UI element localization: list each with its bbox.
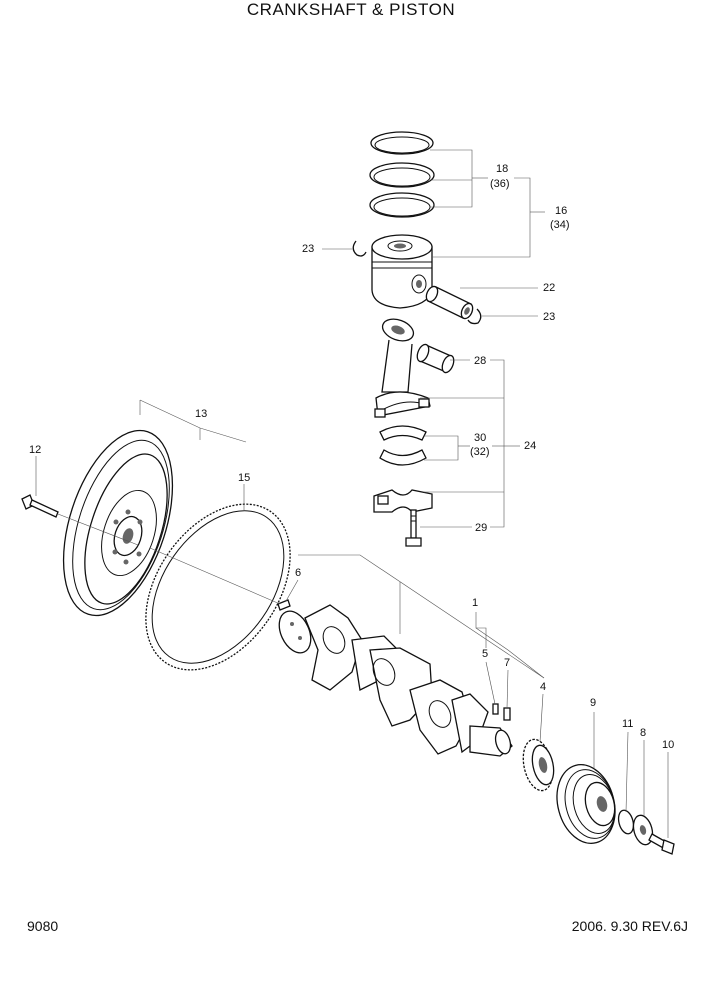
woodruff-key[interactable] [492, 703, 499, 715]
connecting-rod[interactable] [374, 315, 431, 418]
callout-1: 1 [472, 597, 478, 609]
flywheel[interactable] [43, 417, 194, 629]
callout-23-left: 23 [302, 243, 314, 255]
callout-16-alt: (34) [550, 219, 570, 231]
callout-22: 22 [543, 282, 555, 294]
crankshaft-pulley[interactable] [549, 758, 624, 850]
callout-30-alt: (32) [470, 446, 490, 458]
flywheel-bolt[interactable] [21, 494, 59, 518]
gear-pin[interactable] [503, 707, 511, 721]
callout-29: 29 [475, 522, 487, 534]
piston-rings[interactable] [369, 131, 435, 218]
callout-9: 9 [590, 697, 596, 709]
callout-18-alt: (36) [490, 178, 510, 190]
bushing[interactable] [415, 343, 456, 374]
crankshaft[interactable] [273, 604, 513, 757]
piston[interactable] [371, 234, 433, 309]
washer[interactable] [630, 813, 655, 847]
callout-24: 24 [524, 440, 536, 452]
ring-gear[interactable] [116, 477, 320, 697]
callout-23-right: 23 [543, 311, 555, 323]
pulley-bolt[interactable] [648, 833, 675, 855]
dowel-pin[interactable] [277, 599, 291, 611]
callout-30: 30 [474, 432, 486, 444]
callout-7: 7 [504, 657, 510, 669]
rod-cap[interactable] [373, 489, 433, 513]
piston-pin[interactable] [424, 285, 475, 321]
callout-18: 18 [496, 163, 508, 175]
callout-16: 16 [555, 205, 567, 217]
callout-11: 11 [622, 718, 633, 730]
crank-gear[interactable] [519, 737, 557, 794]
callout-10: 10 [662, 739, 674, 751]
callout-labels: 18 (36) 16 (34) 23 22 23 28 30 (32) 24 2… [29, 163, 674, 751]
page-number: 9080 [27, 918, 59, 934]
revision-date: 2006. 9.30 REV.6J [571, 918, 688, 934]
o-ring[interactable] [616, 809, 636, 836]
callout-5: 5 [482, 648, 488, 660]
callout-8: 8 [640, 727, 646, 739]
callout-6: 6 [295, 567, 301, 579]
callout-15: 15 [238, 472, 250, 484]
rod-bolt[interactable] [405, 509, 422, 547]
page-title: CRANKSHAFT & PISTON [246, 0, 456, 19]
callout-12: 12 [29, 444, 41, 456]
callout-13: 13 [195, 408, 207, 420]
snap-ring-right[interactable] [467, 308, 482, 325]
snap-ring-left[interactable] [352, 240, 367, 257]
leader-lines [35, 149, 669, 838]
bearing-shells[interactable] [379, 425, 427, 466]
callout-4: 4 [540, 681, 546, 693]
callout-28: 28 [474, 355, 486, 367]
